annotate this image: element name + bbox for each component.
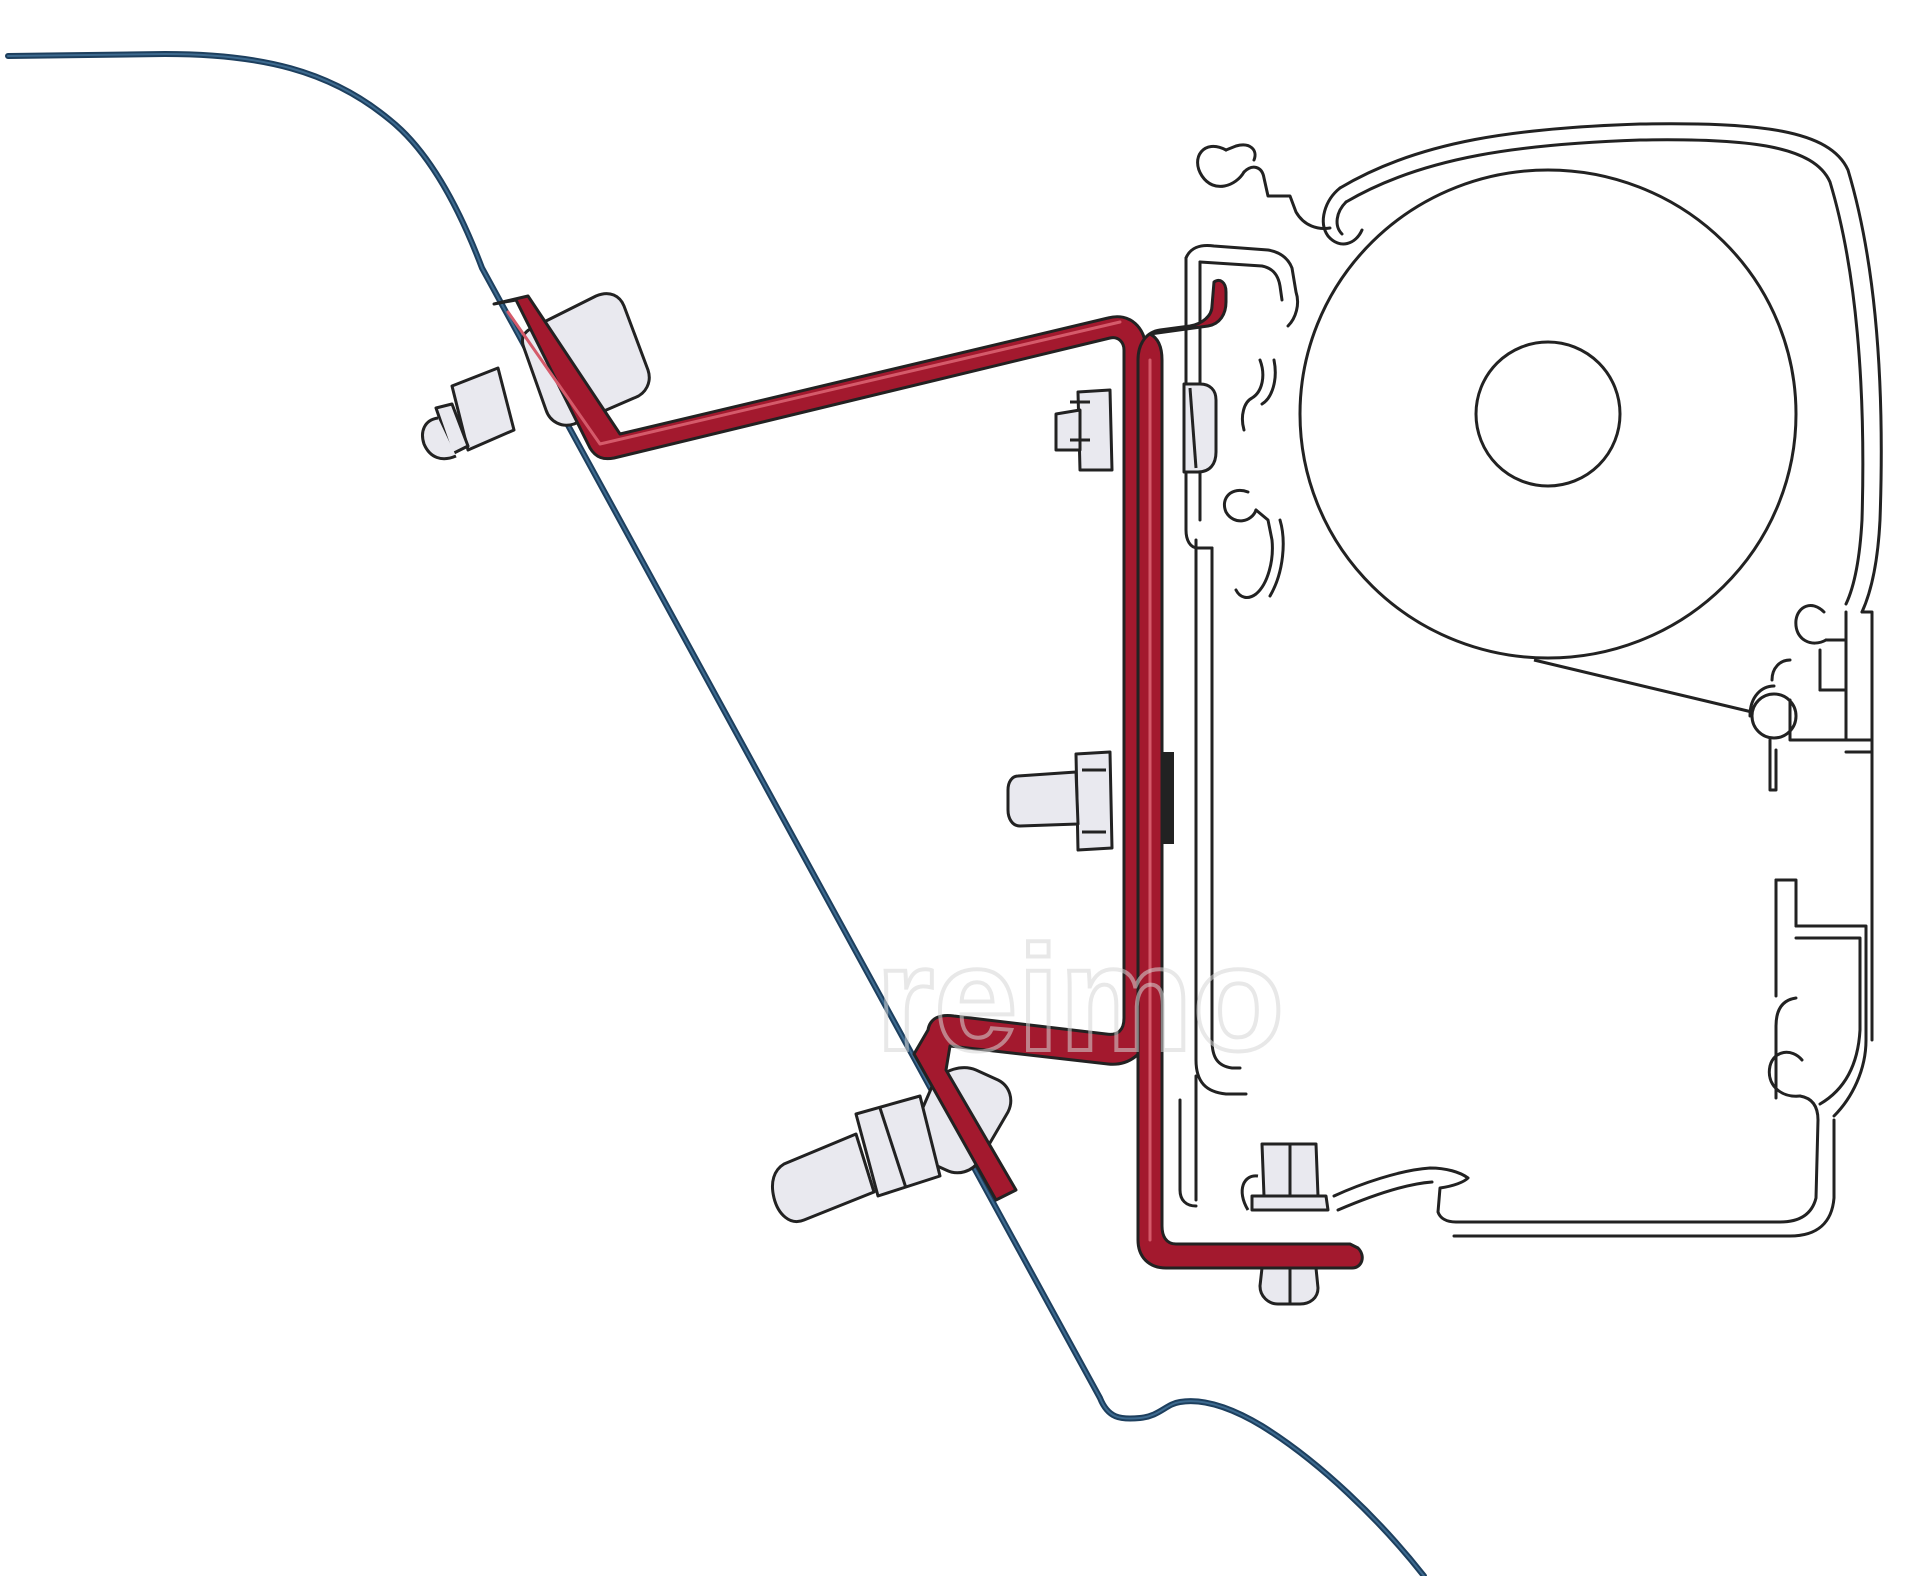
watermark-logo: reimo <box>874 912 1286 1084</box>
upper-wall-bolt <box>421 292 651 461</box>
watermark-text: reimo <box>876 914 1284 1082</box>
vehicle-wall-profile <box>5 51 1427 1576</box>
awning-mount-bolt-top <box>1054 382 1218 474</box>
awning-mount-bolt-bottom <box>1240 1142 1330 1306</box>
awning-cassette-housing <box>1178 122 1883 1238</box>
awning-mount-bolt-middle <box>1006 750 1114 852</box>
adapter-bracket <box>492 278 1364 1270</box>
awning-fabric-roller <box>1298 168 1798 714</box>
